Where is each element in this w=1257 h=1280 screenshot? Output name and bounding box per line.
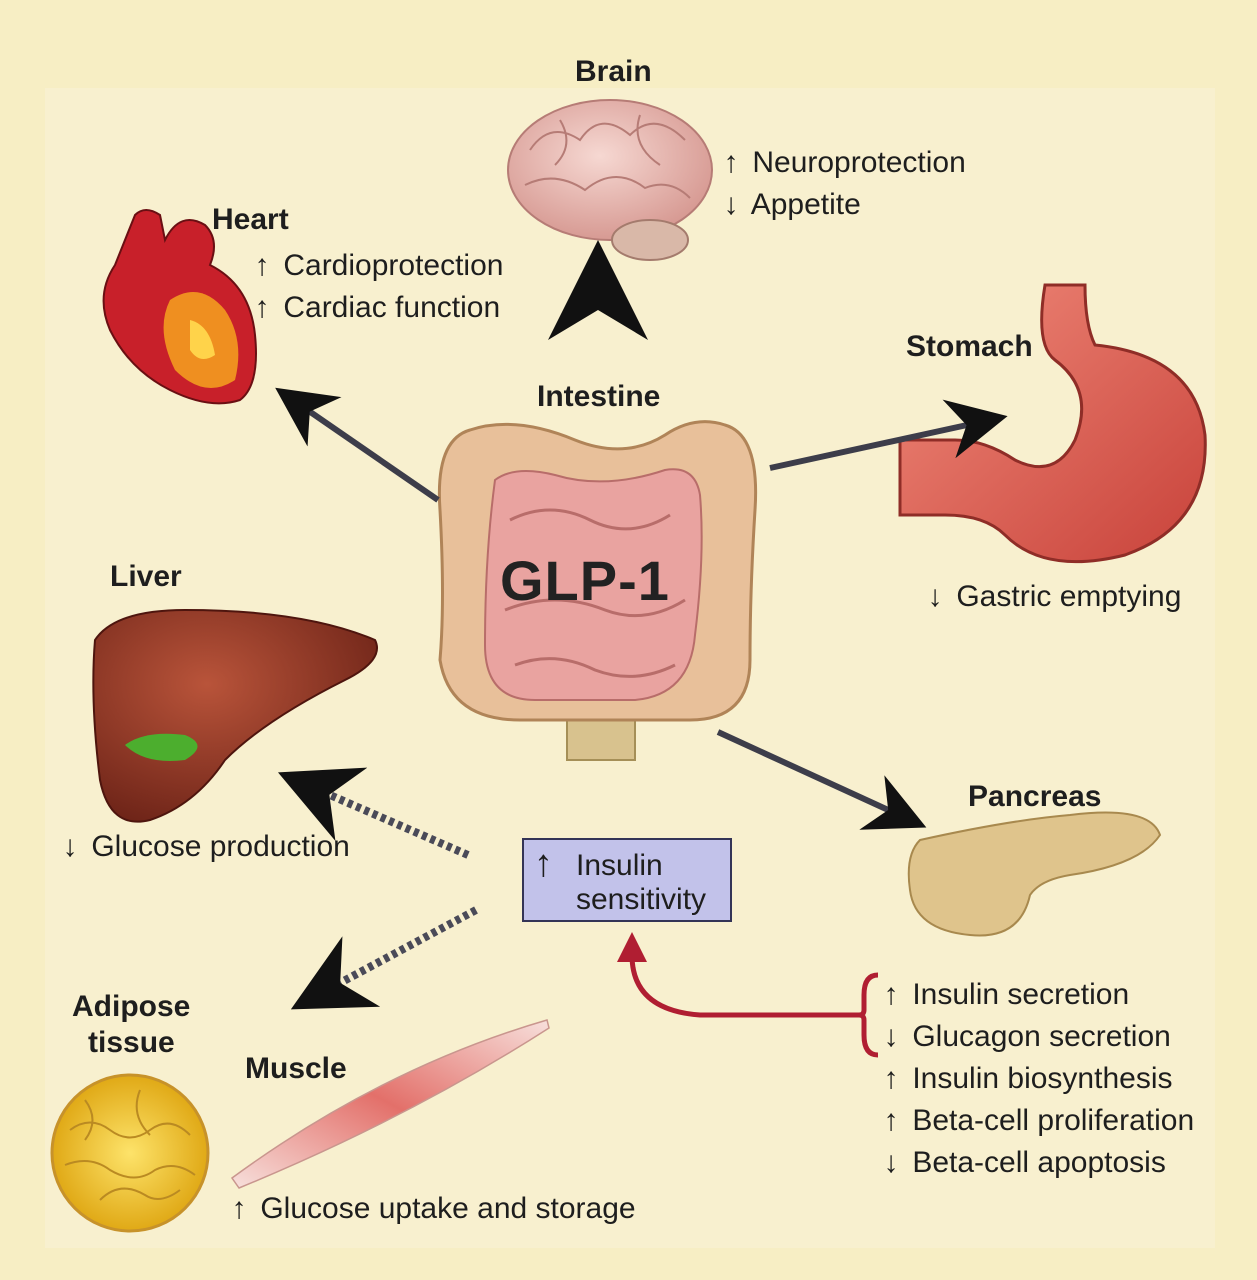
up-arrow-icon: ↑	[723, 146, 739, 179]
muscle-illustration	[230, 1019, 550, 1189]
brain-effect-1-text: Neuroprotection	[752, 146, 966, 179]
pancreas-effect-4-text: Beta-cell proliferation	[912, 1104, 1195, 1137]
heart-title: Heart	[212, 203, 289, 236]
heart-effect-2: ↑ Cardiac function	[249, 287, 501, 329]
heart-effect-1-text: Cardioprotection	[283, 249, 504, 282]
brain-effect-2-text: Appetite	[750, 188, 861, 221]
down-arrow-icon: ↓	[62, 830, 78, 863]
heart-effect-1: ↑ Cardioprotection	[249, 245, 504, 287]
brain-effect-1: ↑ Neuroprotection	[718, 142, 966, 184]
heart-effect-2-text: Cardiac function	[283, 291, 501, 324]
liver-effect-1-text: Glucose production	[91, 830, 350, 863]
muscle-effect-1-text: Glucose uptake and storage	[260, 1192, 636, 1225]
adipose-title-line2: tissue	[88, 1026, 175, 1059]
liver-illustration	[92, 608, 378, 823]
insulin-sensitivity-line2: sensitivity	[576, 883, 707, 916]
up-arrow-icon: ↑	[534, 843, 553, 885]
arrow-to-pancreas	[716, 729, 927, 830]
heart-illustration	[102, 209, 257, 405]
insulin-sensitivity-line1: Insulin	[576, 849, 663, 882]
feedback-arrow	[617, 932, 879, 1058]
up-arrow-icon: ↑	[254, 291, 270, 324]
arrow-to-adipose	[290, 906, 478, 1010]
intestine-title: Intestine	[537, 380, 661, 413]
pancreas-illustration	[907, 811, 1162, 937]
pancreas-effect-3: ↑ Insulin biosynthesis	[878, 1058, 1173, 1100]
arrow-to-heart	[275, 387, 440, 503]
up-arrow-icon: ↑	[254, 249, 270, 282]
down-arrow-icon: ↓	[883, 1020, 899, 1053]
pancreas-effect-1: ↑ Insulin secretion	[878, 974, 1130, 1016]
muscle-effect-1: ↑ Glucose uptake and storage	[226, 1188, 636, 1230]
stomach-effect-1-text: Gastric emptying	[956, 580, 1182, 613]
pancreas-effect-5-text: Beta-cell apoptosis	[912, 1146, 1166, 1179]
liver-title: Liver	[110, 560, 182, 593]
adipose-title-line1: Adipose	[72, 990, 191, 1023]
stomach-title: Stomach	[906, 330, 1033, 363]
muscle-title: Muscle	[245, 1052, 347, 1085]
stomach-effect-1: ↓ Gastric emptying	[922, 576, 1182, 618]
up-arrow-icon: ↑	[231, 1192, 247, 1225]
up-arrow-icon: ↑	[883, 1104, 899, 1137]
pancreas-effect-2: ↓ Glucagon secretion	[878, 1016, 1171, 1058]
up-arrow-icon: ↑	[883, 1062, 899, 1095]
pancreas-effect-3-text: Insulin biosynthesis	[912, 1062, 1173, 1095]
brain-effect-2: ↓ Appetite	[718, 184, 861, 226]
pancreas-effect-4: ↑ Beta-cell proliferation	[878, 1100, 1195, 1142]
pancreas-title: Pancreas	[968, 780, 1102, 813]
brain-title: Brain	[575, 55, 652, 88]
pancreas-effect-2-text: Glucagon secretion	[912, 1020, 1171, 1053]
insulin-sensitivity-box: ↑ Insulin sensitivity	[522, 838, 732, 922]
down-arrow-icon: ↓	[883, 1146, 899, 1179]
adipose-illustration	[50, 1073, 210, 1233]
down-arrow-icon: ↓	[723, 188, 739, 221]
arrow-to-liver	[277, 767, 470, 859]
glp1-label: GLP-1	[500, 549, 670, 612]
pancreas-effect-1-text: Insulin secretion	[912, 978, 1130, 1011]
liver-effect-1: ↓ Glucose production	[57, 826, 350, 868]
intestine-illustration	[437, 420, 758, 761]
pancreas-effect-5: ↓ Beta-cell apoptosis	[878, 1142, 1166, 1184]
down-arrow-icon: ↓	[927, 580, 943, 613]
arrow-to-stomach	[769, 399, 1008, 471]
up-arrow-icon: ↑	[883, 978, 899, 1011]
stomach-illustration	[898, 283, 1207, 564]
